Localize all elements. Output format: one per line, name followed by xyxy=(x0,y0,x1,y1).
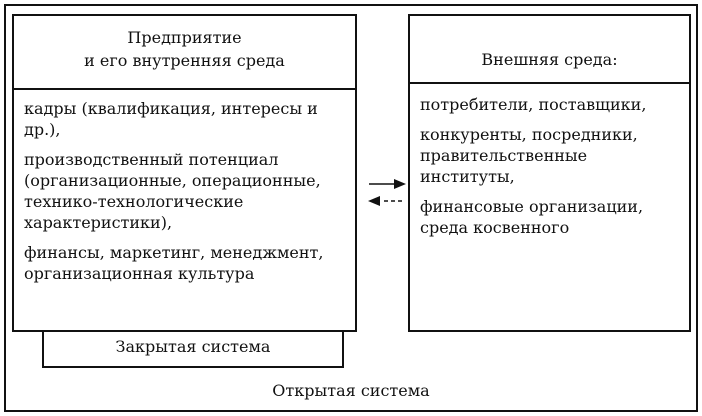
enterprise-item-personnel: кадры (квалификация, интересы и др.), xyxy=(24,99,318,139)
enterprise-title: Предприятие и его внутренняя среда xyxy=(14,26,355,72)
enterprise-item-finance: финансы, маркетинг, менеджмент, организа… xyxy=(24,243,324,283)
enterprise-item-production: производственный потенциал (организацион… xyxy=(24,150,321,232)
external-item-financial: финансовые организации, среда косвенного xyxy=(420,197,644,237)
enterprise-box: Предприятие и его внутренняя среда кадры… xyxy=(12,14,357,332)
enterprise-items: кадры (квалификация, интересы и др.), пр… xyxy=(24,98,347,293)
external-title: Внешняя среда: xyxy=(481,50,618,69)
external-box: Внешняя среда: потребители, поставщики, … xyxy=(408,14,691,332)
enterprise-title-line-1: Предприятие xyxy=(127,28,242,47)
external-items: потребители, поставщики, конкуренты, пос… xyxy=(420,94,681,247)
closed-system-label: Закрытая система xyxy=(115,337,271,356)
enterprise-title-line-2: и его внутренняя среда xyxy=(84,51,285,70)
arrow-left-icon xyxy=(368,196,405,206)
external-header-divider xyxy=(410,82,689,84)
open-system-label: Открытая система xyxy=(272,381,430,400)
external-item-competitors: конкуренты, посредники, правительственны… xyxy=(420,125,638,186)
arrow-right-icon xyxy=(369,179,406,189)
external-item-consumers: потребители, поставщики, xyxy=(420,95,647,114)
enterprise-header-divider xyxy=(14,88,355,90)
